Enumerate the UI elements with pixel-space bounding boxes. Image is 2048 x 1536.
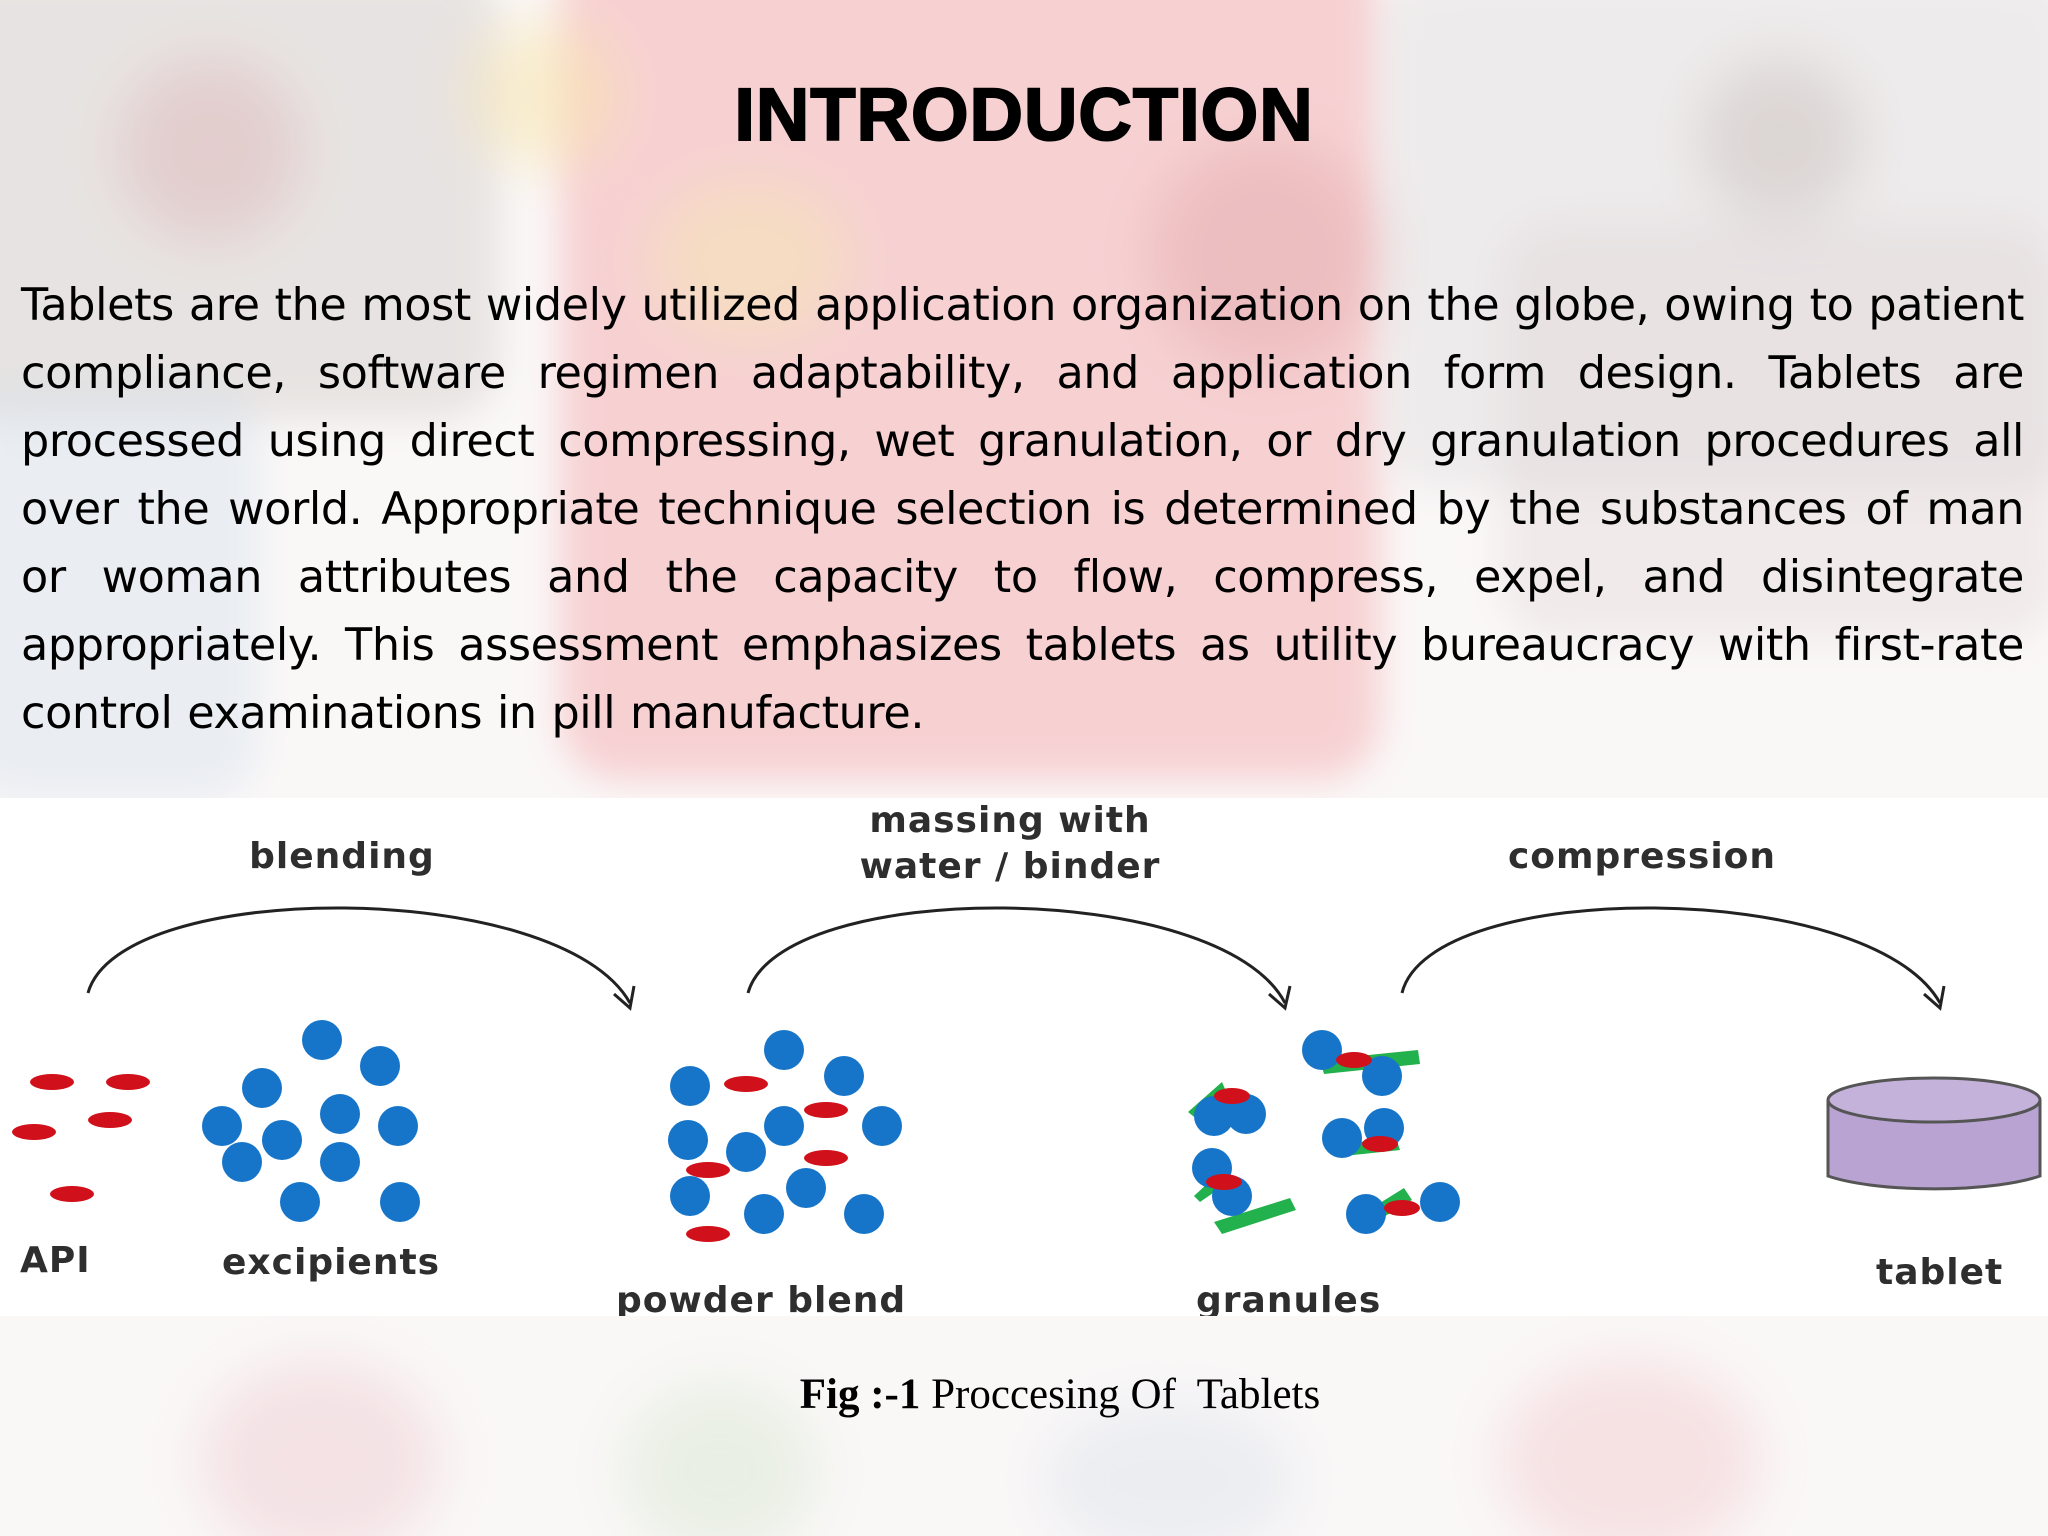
label-excipients: excipients bbox=[222, 1242, 440, 1283]
figure-caption: Fig :-1 Proccesing Of Tablets bbox=[0, 1370, 2048, 1419]
caption-label: Fig :-1 bbox=[799, 1371, 921, 1418]
label-tablet: tablet bbox=[1876, 1252, 2003, 1293]
massing-arrow bbox=[746, 906, 1287, 1004]
step-label-compression: compression bbox=[1508, 836, 1776, 877]
step-label-blending: blending bbox=[249, 836, 435, 877]
massing-arrowhead bbox=[1268, 985, 1292, 1011]
compression-arrow bbox=[1400, 906, 1942, 1004]
compression-arrowhead bbox=[1923, 985, 1946, 1011]
intro-paragraph: Tablets are the most widely utilized app… bbox=[21, 280, 2024, 739]
label-api: API bbox=[20, 1240, 91, 1281]
step-label-massing-2: water / binder bbox=[860, 846, 1161, 887]
granule-particles bbox=[1188, 1030, 1460, 1234]
api-particles bbox=[12, 1074, 150, 1202]
tablet-shape bbox=[1826, 1076, 2042, 1191]
label-granules: granules bbox=[1196, 1280, 1381, 1316]
tablet-processing-diagram: blending massing with water / binder com… bbox=[0, 798, 2048, 1316]
label-powder-blend: powder blend bbox=[616, 1280, 906, 1316]
slide-title: INTRODUCTION bbox=[733, 72, 1314, 157]
step-label-massing-1: massing with bbox=[869, 800, 1150, 841]
blending-arrowhead bbox=[613, 985, 636, 1011]
caption-text: Proccesing Of Tablets bbox=[920, 1371, 1321, 1418]
powder-blend-particles bbox=[668, 1030, 902, 1242]
excipient-particles bbox=[202, 1020, 420, 1222]
blending-arrow bbox=[86, 906, 632, 1004]
